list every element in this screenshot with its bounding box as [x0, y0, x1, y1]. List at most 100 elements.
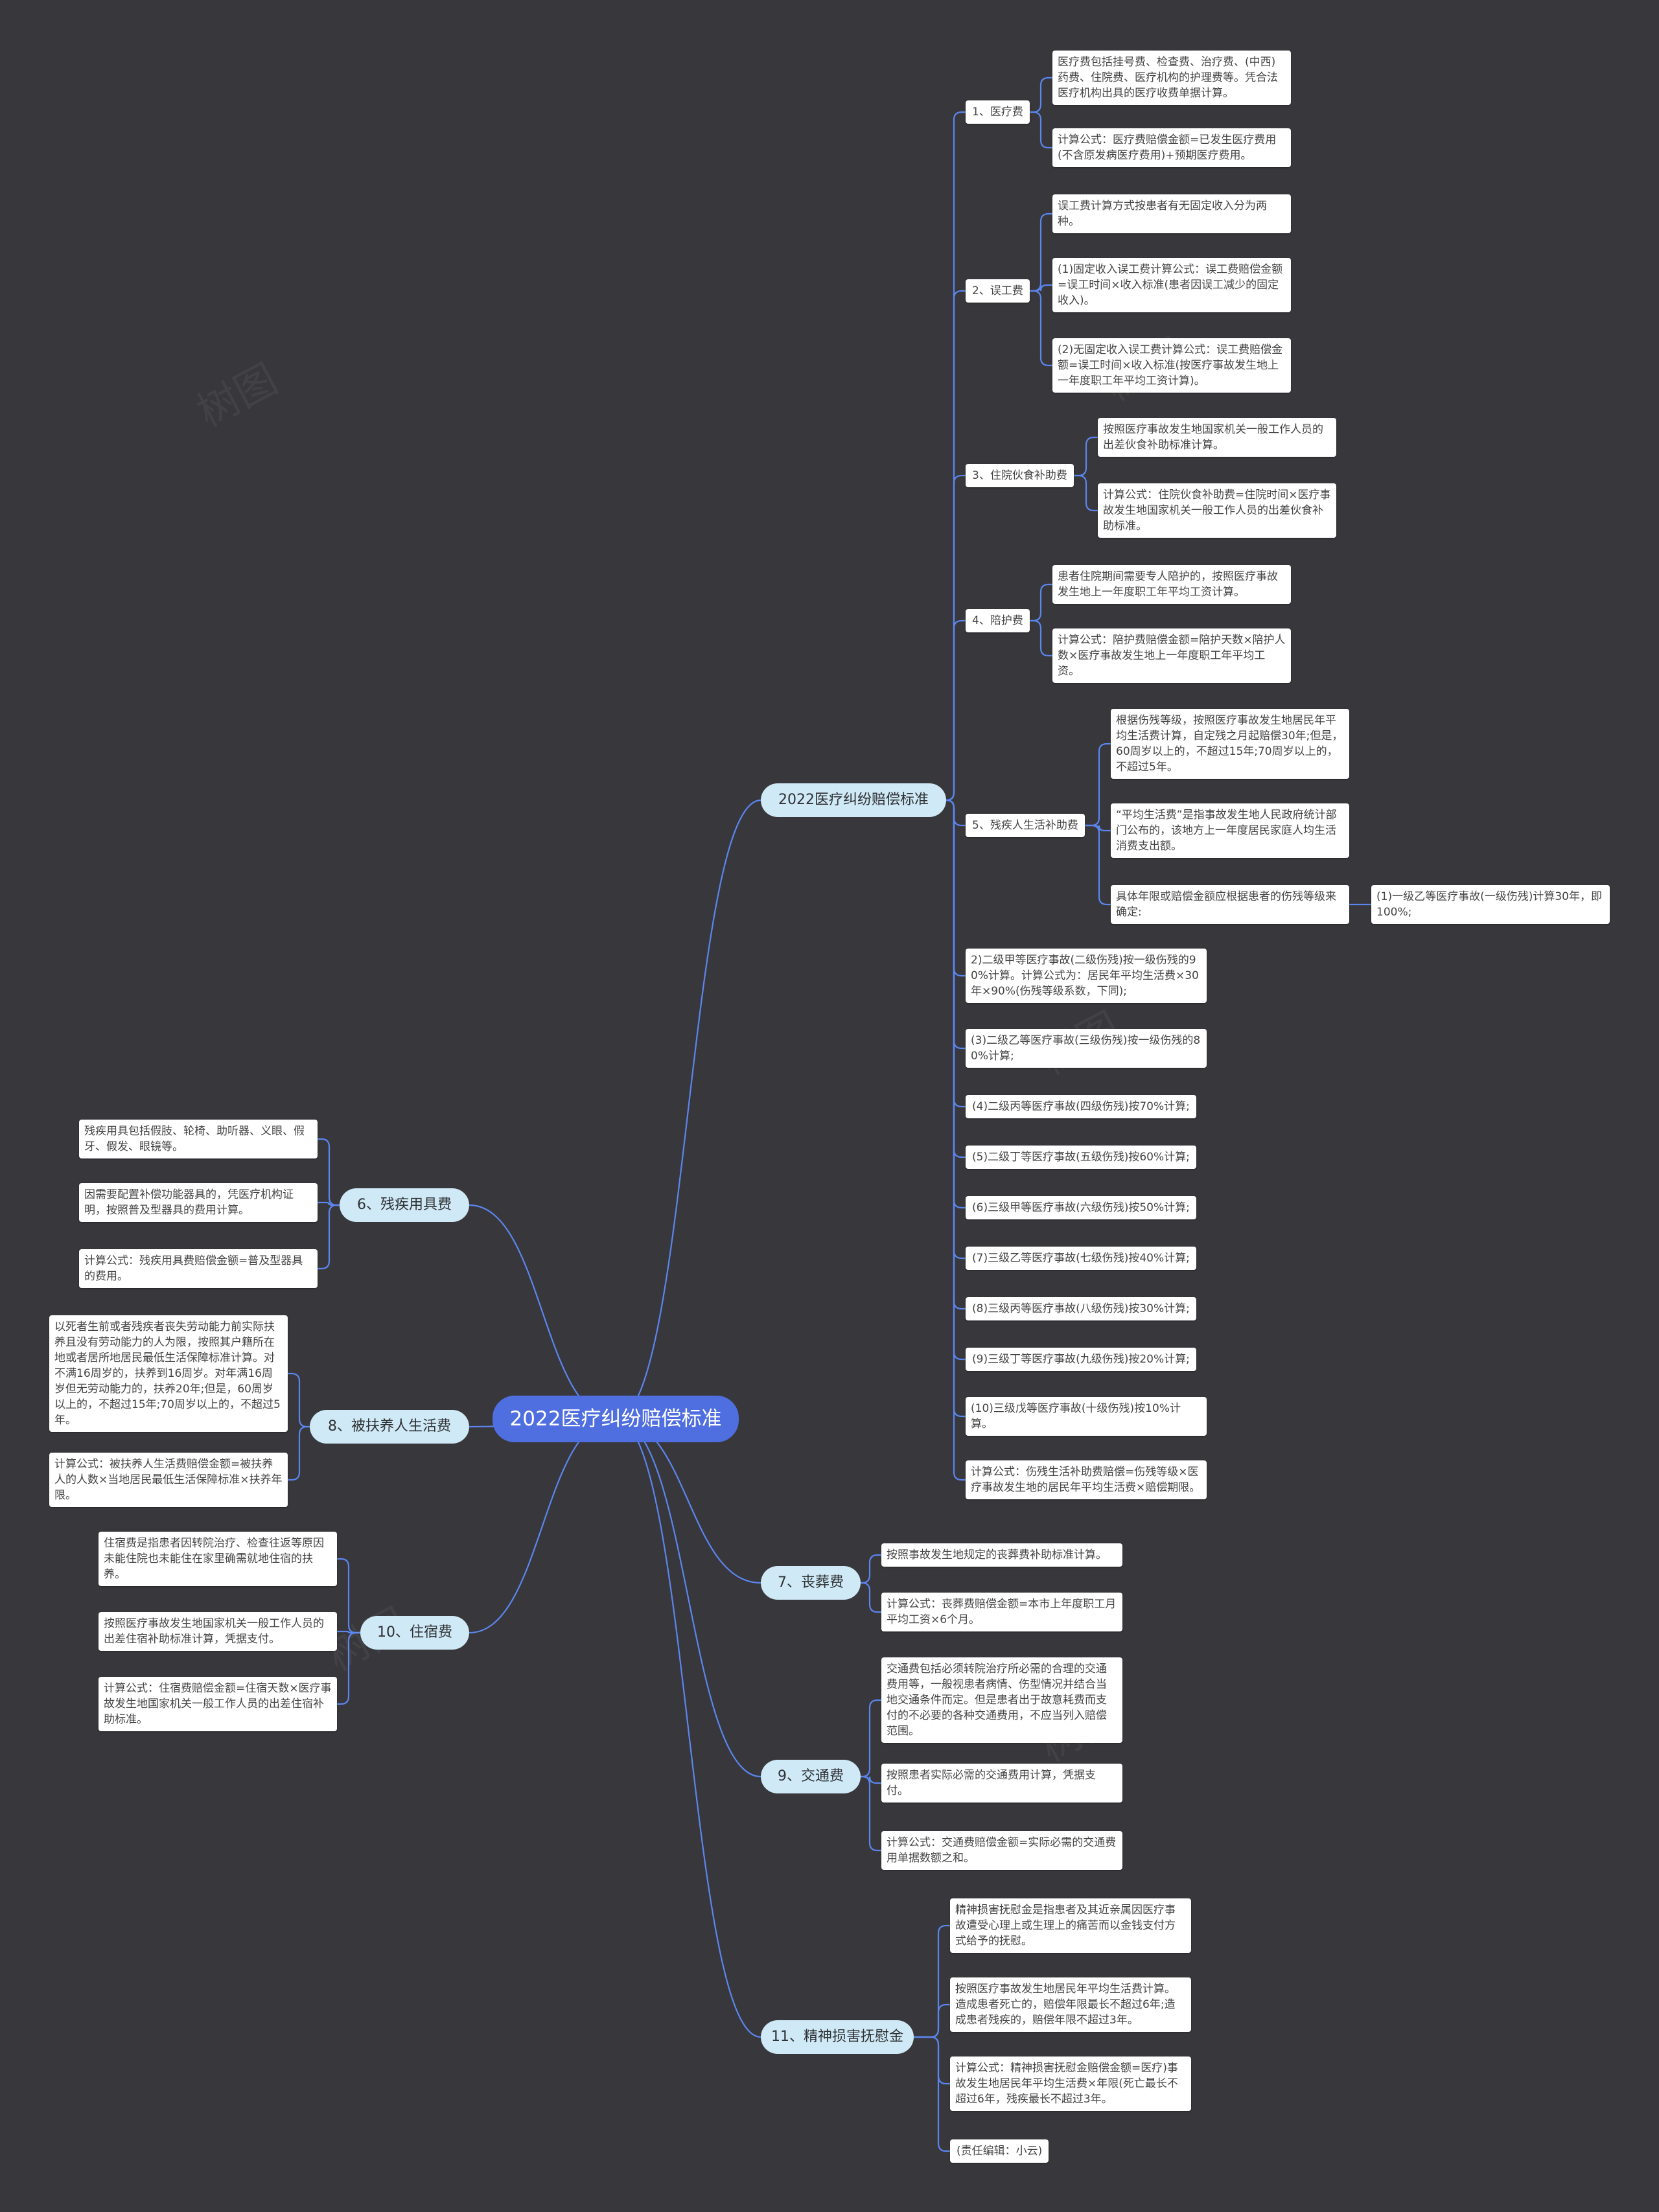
grade-item: (4)二级丙等医疗事故(四级伤残)按70%计算;: [966, 1095, 1196, 1118]
connector-line: [1030, 619, 1052, 657]
connector-line: [946, 799, 966, 1108]
connector-line: [946, 799, 966, 1050]
aids-standard: 因需要配置补偿功能器具的，凭医疗机构证明，按照普及型器具的费用计算。: [79, 1183, 318, 1222]
connector-line: [318, 1204, 340, 1270]
connector-line: [946, 111, 966, 801]
connector-line: [318, 1201, 340, 1206]
connector-line: [615, 1418, 761, 2038]
lodging-definition: 住宿费是指患者因转院治疗、检查往返等原因未能住院也未能住在家里确需就地住宿的扶养…: [99, 1532, 337, 1586]
nursing-fee-standard: 患者住院期间需要专人陪护的，按照医疗事故发生地上一年度职工年平均工资计算。: [1052, 565, 1291, 604]
connector-line: [914, 2003, 950, 2038]
editor-note: (责任编辑：小云): [950, 2139, 1049, 2163]
connector-line: [1074, 436, 1098, 477]
connector-line: [946, 474, 966, 801]
connector-line: [914, 2036, 950, 2085]
sub-meal-allowance[interactable]: 3、住院伙食补助费: [966, 464, 1074, 487]
branch-funeral[interactable]: 7、丧葬费: [761, 1566, 861, 1600]
branch-transport[interactable]: 9、交通费: [761, 1760, 861, 1793]
sub-lost-work-fee[interactable]: 2、误工费: [966, 279, 1030, 303]
connector-line: [914, 2036, 950, 2152]
lost-work-intro: 误工费计算方式按患者有无固定收入分为两种。: [1052, 194, 1291, 233]
grade-item: (7)三级乙等医疗事故(七级伤残)按40%计算;: [966, 1247, 1196, 1270]
connector-line: [469, 1204, 616, 1420]
connector-line: [318, 1138, 340, 1206]
connector-line: [946, 799, 966, 1209]
average-living-cost-definition: “平均生活费”是指事故发生地人民政府统计部门公布的，该地方上一年度居民家庭人均生…: [1111, 803, 1349, 858]
grade-item: (5)二级丁等医疗事故(五级伤残)按60%计算;: [966, 1146, 1196, 1169]
connector-line: [1030, 213, 1052, 292]
transport-definition: 交通费包括必须转院治疗所必需的合理的交通费用等，一般视患者病情、伤型情况并结合当…: [881, 1657, 1122, 1743]
connector-line: [861, 1699, 881, 1778]
mental-damage-years: 按照医疗事故发生地居民年平均生活费计算。造成患者死亡的，赔偿年限最长不超过6年;…: [950, 1977, 1191, 2032]
connector-line: [1030, 290, 1052, 367]
branch-mental-damage[interactable]: 11、精神损害抚慰金: [761, 2020, 914, 2054]
mental-damage-formula: 计算公式：精神损害抚慰金赔偿金额=医疗)事故发生地居民年平均生活费×年限(死亡最…: [950, 2056, 1191, 2111]
connector-line: [1030, 76, 1052, 113]
connector-line: [946, 799, 966, 1418]
connector-line: [337, 1630, 360, 1634]
connector-line: [288, 1372, 310, 1428]
connector-line: [946, 290, 966, 801]
branch-lodging[interactable]: 10、住宿费: [360, 1616, 469, 1650]
medical-fee-definition: 医疗费包括挂号费、检查费、治疗费、(中西)药费、住院费、医疗机构的护理费等。凭合…: [1052, 51, 1291, 105]
connector-line: [861, 1554, 881, 1584]
connector-line: [914, 1924, 950, 2038]
connector-line: [1030, 583, 1052, 622]
connector-line: [946, 619, 966, 801]
aids-formula: 计算公式：残疾用具费赔偿金额=普及型器具的费用。: [79, 1249, 318, 1288]
connector-line: [337, 1631, 360, 1705]
branch-standard[interactable]: 2022医疗纠纷赔偿标准: [761, 783, 946, 817]
grade-formula: 计算公式：伤残生活补助费赔偿=伤残等级×医疗事故发生地的居民年平均生活费×赔偿期…: [966, 1460, 1207, 1499]
connector-line: [861, 1582, 881, 1613]
grade-one-rule: (1)一级乙等医疗事故(一级伤残)计算30年，即100%;: [1371, 885, 1610, 924]
mental-damage-definition: 精神损害抚慰金是指患者及其近亲属因医疗事故遭受心理上或生理上的痛苦而以金钱支付方…: [950, 1898, 1191, 1953]
nursing-fee-formula: 计算公式：陪护费赔偿金额=陪护天数×陪护人数×医疗事故发生地上一年度职工年平均工…: [1052, 628, 1291, 683]
connector-line: [615, 1418, 761, 1584]
funeral-standard: 按照事故发生地规定的丧葬费补助标准计算。: [881, 1543, 1122, 1567]
meal-allowance-standard: 按照医疗事故发生地国家机关一般工作人员的出差伙食补助标准计算。: [1098, 418, 1336, 457]
connector-line: [946, 799, 966, 977]
sub-medical-fee[interactable]: 1、医疗费: [966, 100, 1030, 124]
meal-allowance-formula: 计算公式：住院伙食补助费=住院时间×医疗事故发生地国家机关一般工作人员的出差伙食…: [1098, 483, 1336, 538]
connector-line: [1085, 824, 1111, 906]
disability-grade-rule: 根据伤残等级，按照医疗事故发生地居民年平均生活费计算，自定残之月起赔偿30年;但…: [1111, 709, 1349, 779]
connector-line: [946, 799, 966, 1260]
branch-disability-aids[interactable]: 6、残疾用具费: [340, 1188, 469, 1222]
connector-line: [469, 1418, 616, 1634]
connector-line: [946, 799, 966, 1361]
medical-fee-formula: 计算公式：医疗费赔偿金额=已发生医疗费用(不含原发病医疗费用)+预期医疗费用。: [1052, 128, 1291, 167]
lost-work-fixed-income: (1)固定收入误工费计算公式：误工费赔偿金额=误工时间×收入标准(患者因误工减少…: [1052, 258, 1291, 312]
disability-years-rule: 具体年限或赔偿金额应根据患者的伤残等级来确定:: [1111, 885, 1349, 924]
transport-standard: 按照患者实际必需的交通费用计算，凭据支付。: [881, 1764, 1122, 1803]
connector-line: [1030, 284, 1052, 292]
connector-line: [946, 799, 966, 1481]
lost-work-no-fixed-income: (2)无固定收入误工费计算公式：误工费赔偿金额=误工时间×收入标准(按医疗事故发…: [1052, 338, 1291, 393]
sub-disability-living-allowance[interactable]: 5、残疾人生活补助费: [966, 814, 1085, 837]
transport-formula: 计算公式：交通费赔偿金额=实际必需的交通费用单据数额之和。: [881, 1831, 1122, 1870]
grade-item: (6)三级甲等医疗事故(六级伤残)按50%计算;: [966, 1196, 1196, 1219]
funeral-formula: 计算公式：丧葬费赔偿金额=本市上年度职工月平均工资×6个月。: [881, 1593, 1122, 1631]
branch-dependents[interactable]: 8、被扶养人生活费: [310, 1410, 469, 1444]
sub-nursing-fee[interactable]: 4、陪护费: [966, 609, 1030, 632]
root-topic[interactable]: 2022医疗纠纷赔偿标准: [493, 1396, 739, 1442]
connector-line: [946, 799, 966, 1310]
grade-item: (8)三级丙等医疗事故(八级伤残)按30%计算;: [966, 1297, 1196, 1320]
grade-item: (3)二级乙等医疗事故(三级伤残)按一级伤残的80%计算;: [966, 1029, 1207, 1068]
grade-item: (9)三级丁等医疗事故(九级伤残)按20%计算;: [966, 1348, 1196, 1371]
grade-item: 2)二级甲等医疗事故(二级伤残)按一级伤残的90%计算。计算公式为：居民年平均生…: [966, 949, 1207, 1003]
lodging-formula: 计算公式：住宿费赔偿金额=住宿天数×医疗事故发生地国家机关一般工作人员的出差住宿…: [99, 1677, 337, 1731]
connector-line: [861, 1775, 881, 1784]
dependents-formula: 计算公式：被扶养人生活费赔偿金额=被扶养人的人数×当地居民最低生活保障标准×扶养…: [49, 1453, 288, 1507]
grade-item: (10)三级戊等医疗事故(十级伤残)按10%计算。: [966, 1397, 1207, 1436]
connector-line: [615, 799, 761, 1420]
connector-line: [288, 1425, 310, 1481]
aids-types: 残疾用具包括假肢、轮椅、助听器、义眼、假牙、假发、眼镜等。: [79, 1120, 318, 1158]
connector-line: [946, 799, 966, 827]
lodging-standard: 按照医疗事故发生地国家机关一般工作人员的出差住宿补助标准计算，凭据支付。: [99, 1612, 337, 1651]
connector-line: [1074, 474, 1098, 512]
connector-line: [1085, 743, 1111, 827]
dependents-scope: 以死者生前或者残疾者丧失劳动能力前实际扶养且没有劳动能力的人为限，按照其户籍所在…: [49, 1315, 288, 1432]
connector-line: [1030, 111, 1052, 149]
